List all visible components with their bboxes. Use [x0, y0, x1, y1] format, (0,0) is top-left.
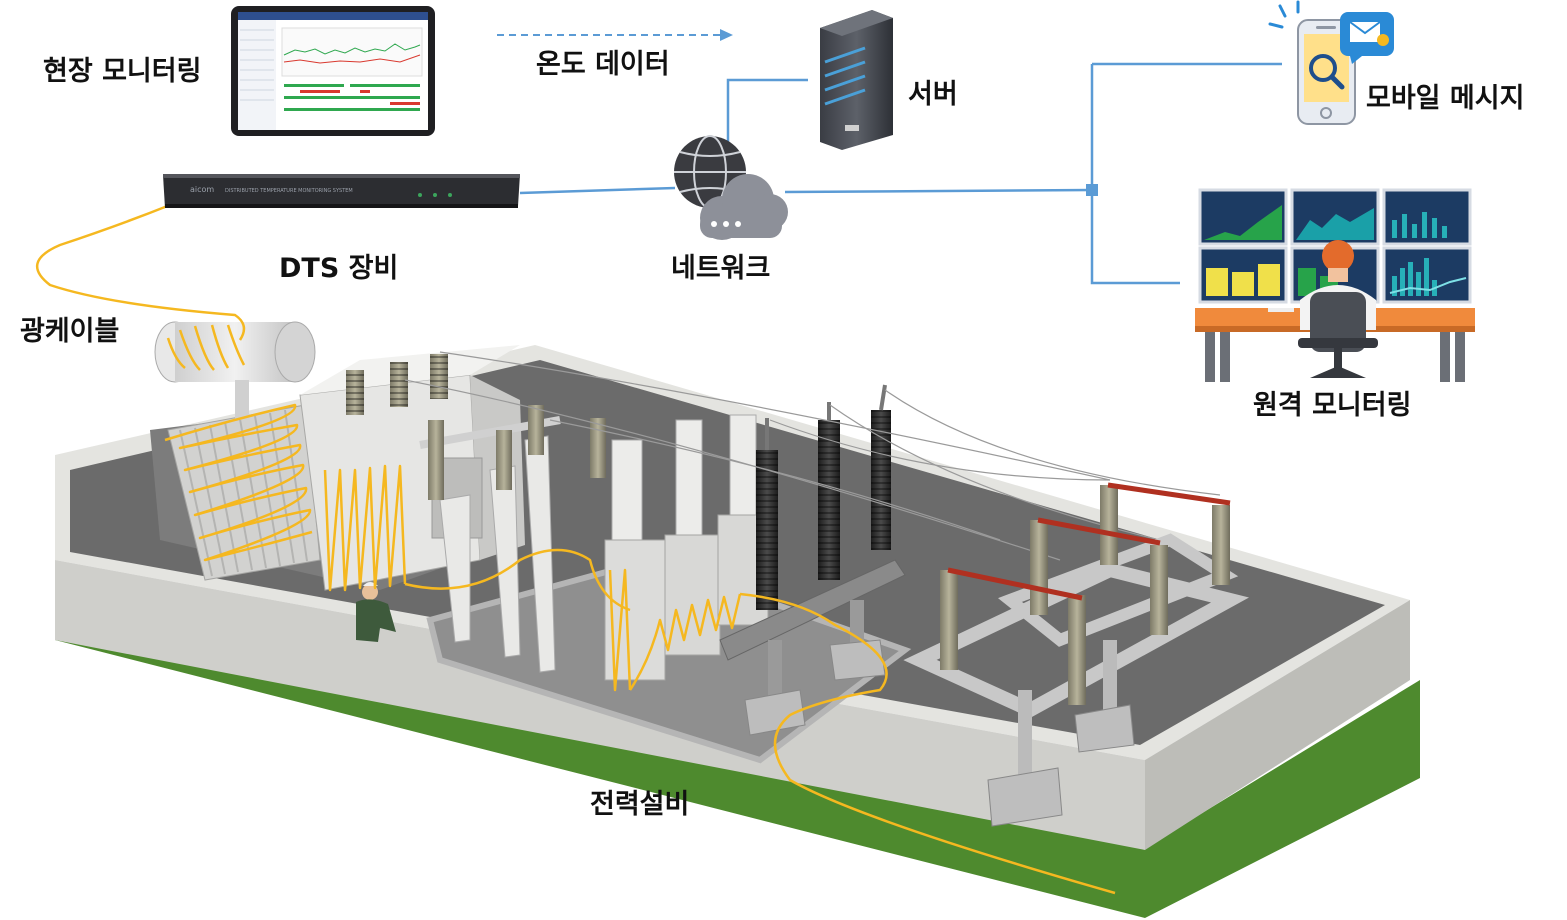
dts-equipment-label: DTS 장비 [279, 253, 399, 284]
concrete-footing [829, 639, 886, 681]
dts-model-text: DISTRIBUTED TEMPERATURE MONITORING SYSTE… [225, 188, 353, 194]
dts-rack-device: aicom DISTRIBUTED TEMPERATURE MONITORING… [163, 174, 520, 208]
transformer-bushings [346, 354, 448, 415]
steel-beam [719, 559, 906, 661]
tablet-icon [231, 6, 435, 136]
mobile-message-label: 모바일 메시지 [1366, 83, 1525, 114]
server-label: 서버 [908, 79, 958, 110]
optical-cable-label: 광케이블 [20, 316, 120, 347]
network-label: 네트워크 [671, 253, 771, 284]
concrete-footing [744, 689, 806, 736]
power-facility-label: 전력설비 [590, 789, 690, 820]
remote-monitoring-label: 원격 모니터링 [1253, 390, 1412, 421]
server-icon [820, 10, 893, 150]
post-insulators [428, 405, 606, 500]
black-bushings [756, 384, 891, 610]
disconnect-switch [903, 482, 1250, 827]
conservator-tank [154, 321, 316, 420]
temperature-data-label: 온도 데이터 [536, 49, 670, 80]
monitor-wall [1198, 188, 1472, 304]
temperature-data-arrow [497, 29, 733, 41]
optical-fiber-cable [35, 203, 1116, 895]
disconnect-blades [947, 482, 1231, 601]
outer-wall-side [1145, 600, 1410, 850]
network-links [519, 62, 1282, 285]
concrete-footing [987, 767, 1063, 827]
network-globe-cloud-icon [674, 135, 788, 240]
dts-status-leds [418, 193, 452, 197]
dts-brand: aicom [190, 185, 214, 194]
site-monitoring-label: 현장 모니터링 [43, 56, 202, 87]
alert-rays-icon [1268, 0, 1300, 29]
mail-notification-icon [1340, 12, 1394, 64]
operator-desk-icon [1195, 188, 1475, 382]
concrete-footing [1074, 704, 1135, 753]
